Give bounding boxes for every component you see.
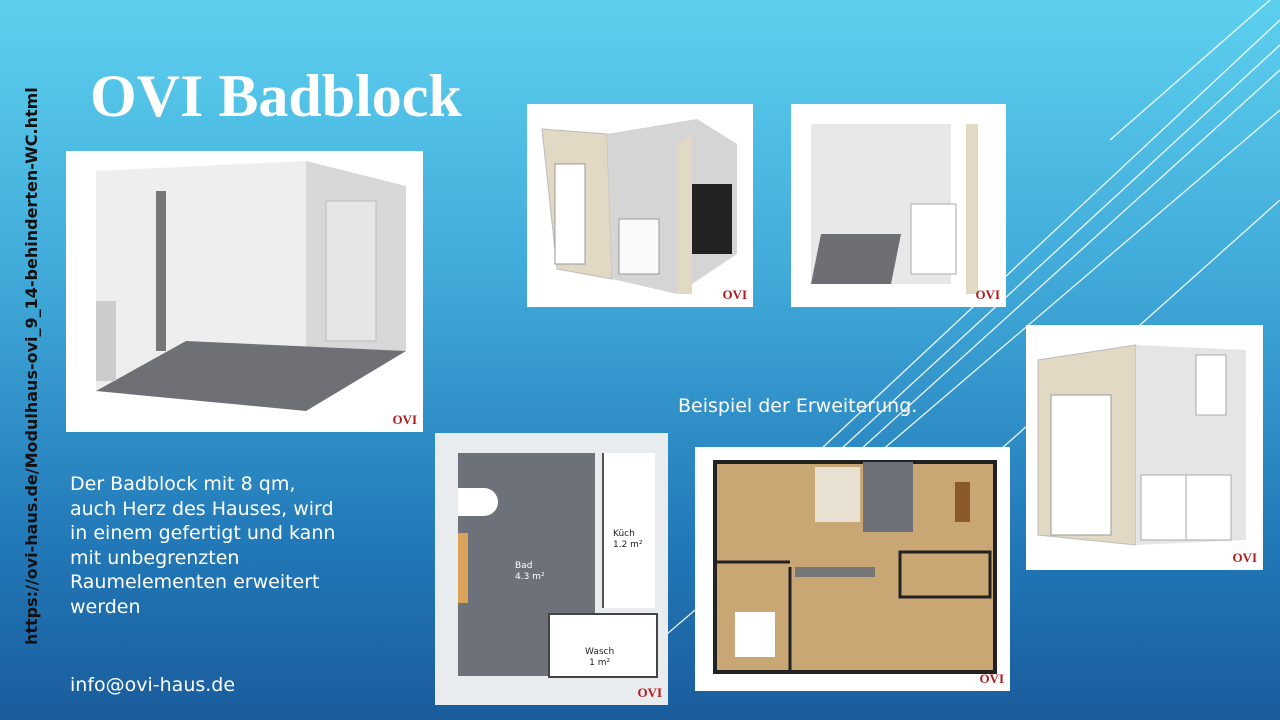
extension-caption: Beispiel der Erweiterung.	[678, 395, 918, 417]
ovi-logo: OVI	[979, 671, 1004, 686]
ovi-logo: OVI	[637, 685, 662, 700]
kitchen-module-render-image: OVI	[527, 104, 753, 307]
description-line: mit unbegrenzten	[70, 546, 240, 569]
ovi-logo: OVI	[722, 287, 747, 302]
ovi-logo: OVI	[975, 287, 1000, 302]
bathroom-interior-render-image: OVI	[791, 104, 1006, 307]
room-area-kueche: 1.2 m²	[613, 540, 643, 550]
description-line: werden	[70, 595, 141, 618]
room-area-bad: 4.3 m²	[515, 572, 545, 582]
bathroom-floorplan-image: Bad 4.3 m² Küch 1.2 m² Wasch 1 m² OVI	[435, 433, 668, 705]
description-line: Raumelementen erweitert	[70, 571, 320, 593]
ovi-logo: OVI	[392, 412, 417, 427]
room-name-bad: Bad	[515, 561, 533, 571]
contact-email[interactable]: info@ovi-haus.de	[70, 674, 236, 696]
bathroom-render-image: OVI	[66, 151, 423, 432]
description-line: auch Herz des Hauses, wird	[70, 497, 334, 520]
description-line: Der Badblock mit 8 qm,	[70, 473, 296, 495]
room-name-wasch: Wasch	[585, 647, 615, 657]
vertical-link[interactable]: https://ovi-haus.de/Modulhaus-ovi_9_14-b…	[22, 87, 41, 645]
description-line: in einem gefertigt und kann	[70, 522, 336, 544]
room-area-wasch: 1 m²	[589, 658, 611, 668]
closed-module-render-image: OVI	[1026, 325, 1263, 570]
extended-floorplan-image: OVI	[695, 447, 1010, 691]
slide-title: OVI Badblock	[90, 63, 462, 129]
description-text: Der Badblock mit 8 qm, auch Herz des Hau…	[70, 472, 410, 619]
room-name-kueche: Küch	[613, 529, 635, 539]
ovi-logo: OVI	[1232, 550, 1257, 565]
